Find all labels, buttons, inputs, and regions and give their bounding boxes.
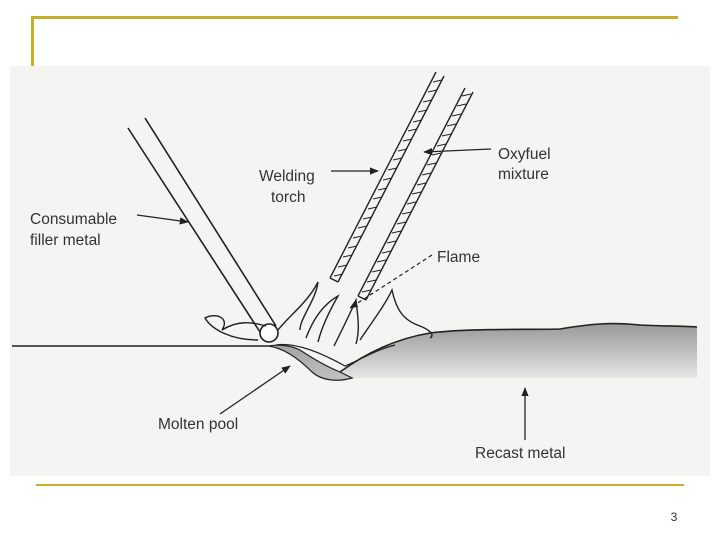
torch-hatch-left — [333, 79, 443, 277]
recast-metal-surface — [339, 322, 698, 373]
flame-left-tongue — [204, 314, 267, 341]
figure-background — [10, 66, 710, 476]
recast-metal-body — [330, 323, 697, 378]
molten-pool-shape — [267, 344, 354, 381]
label-recast-metal: Recast metal — [475, 445, 565, 462]
slide-number: 3 — [670, 510, 678, 524]
filler-rod — [127, 117, 277, 333]
arrow-consumable — [136, 214, 189, 225]
welding-torch — [329, 71, 474, 301]
top-accent-rule — [31, 16, 678, 19]
torch-hatch-right — [361, 93, 472, 293]
label-oxyfuel-mixture: Oxyfuel mixture — [498, 146, 555, 183]
molten-pool-top — [275, 343, 396, 367]
arrow-oxyfuel — [423, 147, 492, 156]
label-welding-torch: Welding torch — [259, 168, 319, 206]
arrow-molten-pool — [219, 365, 291, 415]
arrow-flame — [349, 254, 433, 309]
flame-outer — [277, 281, 433, 347]
left-accent-bar — [31, 16, 34, 66]
bottom-accent-rule — [36, 484, 684, 486]
label-consumable-filler-metal: Consumable filler metal — [30, 211, 121, 249]
filler-rod-tip — [259, 323, 279, 343]
label-molten-pool: Molten pool — [158, 416, 238, 433]
label-flame: Flame — [437, 249, 480, 266]
